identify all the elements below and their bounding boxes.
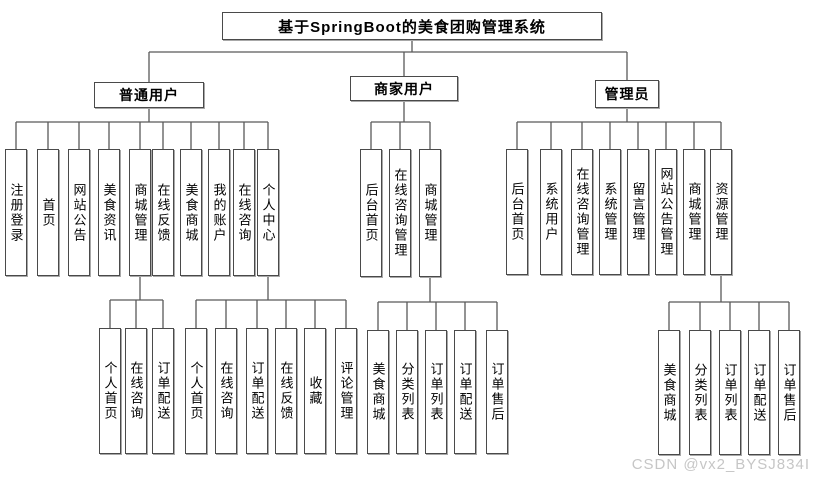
node-food-mall: 美食商城 <box>367 330 389 454</box>
diagram-title: 基于SpringBoot的美食团购管理系统 <box>222 12 602 40</box>
node-online-consult-management-admin: 在线咨询管理 <box>571 149 593 275</box>
node-online-consult: 在线咨询 <box>233 149 255 276</box>
node-category-list: 分类列表 <box>396 330 418 454</box>
node-mall-management-user: 商城管理 <box>129 149 151 276</box>
node-food-mall: 美食商城 <box>658 330 680 455</box>
node-home: 首页 <box>37 149 59 276</box>
node-order-list: 订单列表 <box>719 330 741 455</box>
node-food-news: 美食资讯 <box>98 149 120 276</box>
node-order-delivery: 订单配送 <box>246 328 268 454</box>
node-personal-home: 个人首页 <box>185 328 207 454</box>
node-my-account: 我的账户 <box>208 149 230 276</box>
node-merchant-user: 商家用户 <box>350 76 458 101</box>
node-backend-home-merchant: 后台首页 <box>360 149 382 277</box>
node-personal-home: 个人首页 <box>99 328 121 454</box>
node-site-announcement: 网站公告 <box>68 149 90 276</box>
node-resource-management: 资源管理 <box>710 149 732 275</box>
node-online-consult-management: 在线咨询管理 <box>389 149 411 277</box>
node-food-mall: 美食商城 <box>180 149 202 276</box>
node-online-consult: 在线咨询 <box>215 328 237 454</box>
node-order-delivery: 订单配送 <box>152 328 174 454</box>
node-order-delivery: 订单配送 <box>748 330 770 455</box>
node-site-announcement-management: 网站公告管理 <box>655 149 677 275</box>
node-order-delivery: 订单配送 <box>454 330 476 454</box>
node-system-management: 系统管理 <box>599 149 621 275</box>
node-order-list: 订单列表 <box>425 330 447 454</box>
node-favorites: 收藏 <box>304 328 326 454</box>
node-online-consult: 在线咨询 <box>125 328 147 454</box>
node-mall-management-merchant: 商城管理 <box>419 149 441 277</box>
node-comment-management: 评论管理 <box>335 328 357 454</box>
node-backend-home-admin: 后台首页 <box>506 149 528 275</box>
csdn-watermark: CSDN @vx2_BYSJ834I <box>631 456 810 473</box>
node-admin: 管理员 <box>595 80 659 108</box>
node-category-list: 分类列表 <box>689 330 711 455</box>
node-online-feedback: 在线反馈 <box>152 149 174 276</box>
node-order-aftersale: 订单售后 <box>778 330 800 455</box>
node-regular-user: 普通用户 <box>94 82 204 108</box>
node-mall-management-admin: 商城管理 <box>683 149 705 275</box>
node-register-login: 注册登录 <box>5 149 27 276</box>
node-system-user: 系统用户 <box>540 149 562 275</box>
node-order-aftersale: 订单售后 <box>486 330 508 454</box>
node-personal-center: 个人中心 <box>257 149 279 276</box>
node-online-feedback: 在线反馈 <box>275 328 297 454</box>
node-message-management: 留言管理 <box>627 149 649 275</box>
